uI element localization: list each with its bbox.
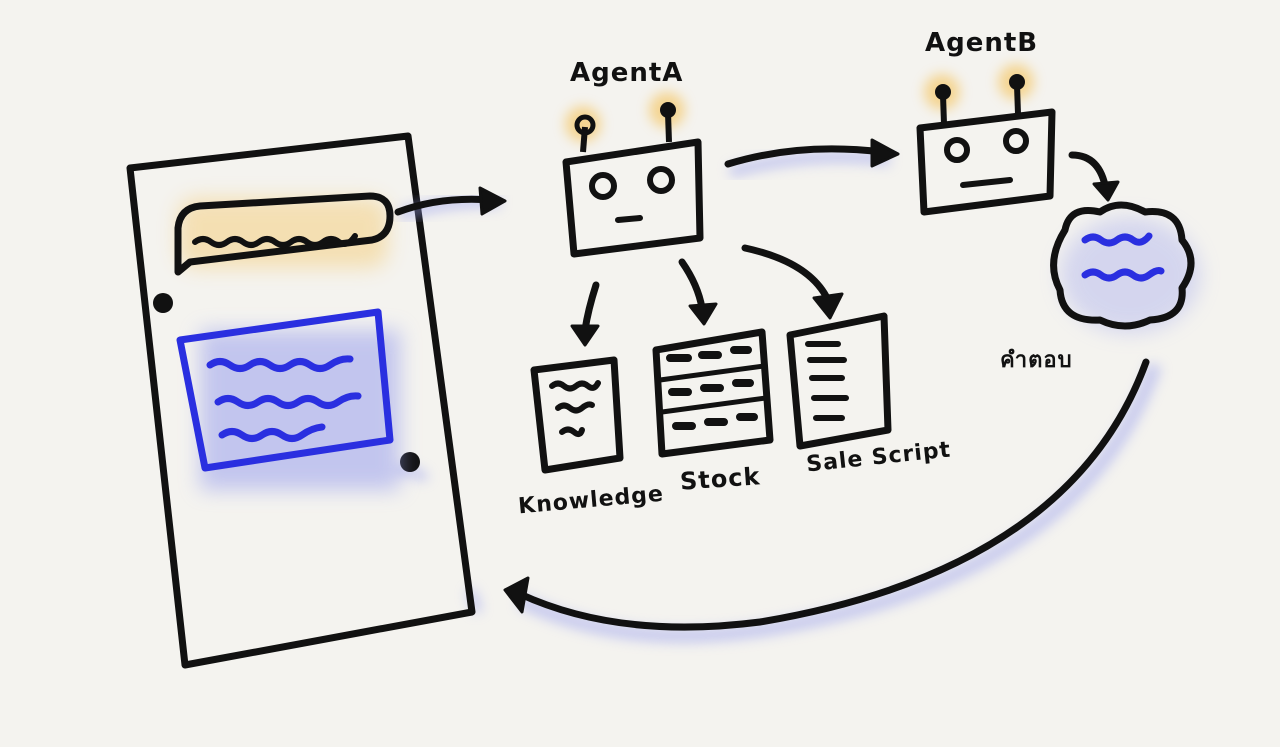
sale-script-document (786, 312, 892, 450)
agent-b-robot (916, 64, 1056, 216)
arrow-agent-a-to-sale-script (741, 244, 844, 320)
chat-input-box (174, 192, 394, 276)
label-agent-b: AgentB (925, 28, 1039, 58)
arrow-agent-a-to-knowledge (570, 281, 600, 347)
agent-a-head (562, 138, 704, 258)
arrow-input-to-agent-a (394, 186, 507, 221)
knowledge-document (530, 356, 624, 474)
input-glow (178, 198, 388, 268)
phone-button-top (153, 293, 173, 313)
stock-document (652, 328, 774, 458)
phone-button-bottom (400, 452, 420, 472)
label-stock: Stock (679, 462, 762, 496)
phone-frame (126, 132, 476, 669)
arrow-output-to-phone (503, 358, 1162, 643)
message-scribble-2 (214, 392, 362, 409)
label-agent-a: AgentA (570, 58, 684, 88)
phone-device (126, 132, 483, 669)
message-scribble-1 (206, 355, 354, 372)
agent-b-head (916, 108, 1056, 216)
output-cloud (1050, 201, 1200, 333)
message-scribble-3 (218, 423, 326, 442)
arrow-agent-a-to-agent-b (724, 138, 900, 178)
input-scribble (192, 233, 358, 248)
arrow-agent-a-to-stock (678, 258, 718, 326)
label-output: คำตอบ (1000, 348, 1073, 373)
arrow-agent-b-to-output (1068, 151, 1120, 202)
message-box (176, 308, 394, 472)
agent-a-robot (562, 92, 704, 258)
